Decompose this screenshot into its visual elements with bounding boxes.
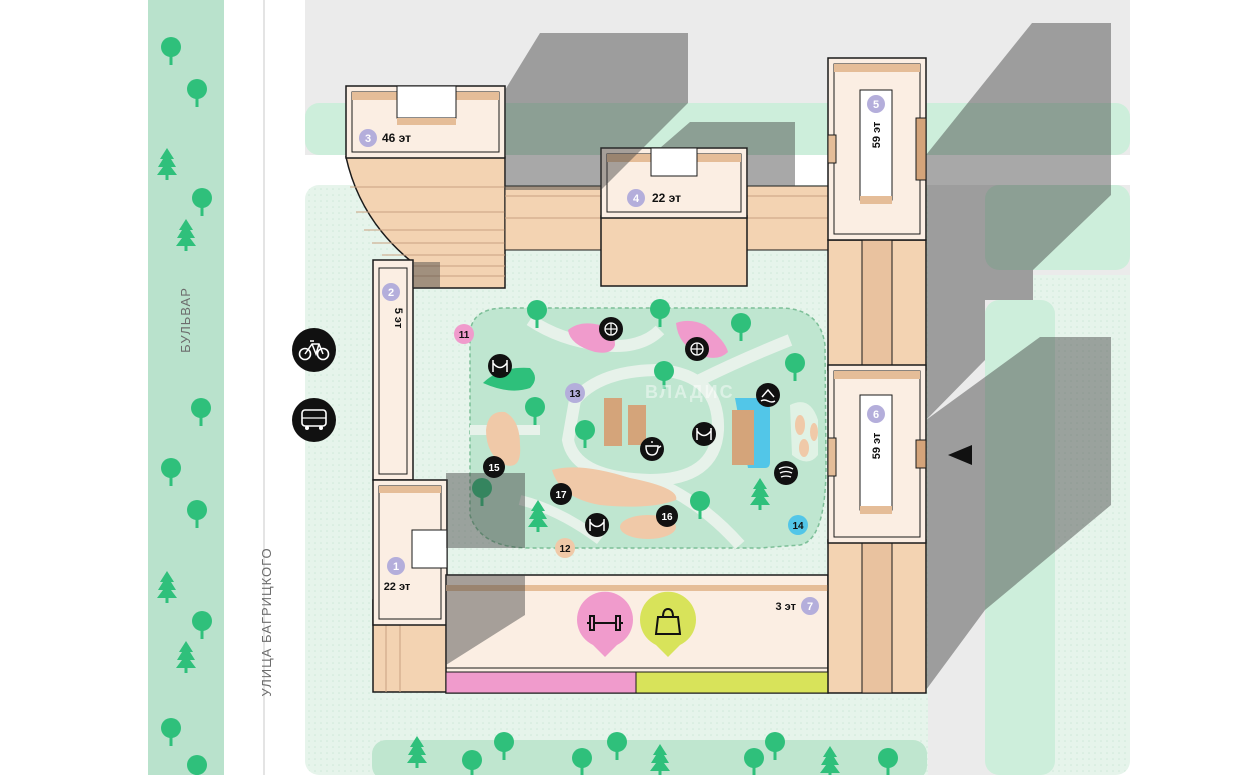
building-floors: 46 эт	[382, 131, 411, 145]
basketball-icon[interactable]	[599, 317, 623, 341]
building-number: 1	[393, 561, 399, 573]
marker-number: 14	[792, 521, 804, 532]
street-label-boulevard: БУЛЬВАР	[178, 287, 193, 353]
building-floors: 22 эт	[384, 581, 411, 593]
building-label-2[interactable]: 2 5 эт	[382, 283, 404, 329]
building-shadows	[412, 23, 1111, 690]
marker-14[interactable]: 14	[788, 515, 808, 535]
marker-11[interactable]: 11	[454, 324, 474, 344]
hammock-icon[interactable]	[692, 422, 716, 446]
building-label-7[interactable]: 7 3 эт	[776, 597, 820, 615]
building-floors: 5 эт	[392, 308, 404, 329]
marker-17[interactable]: 17	[550, 483, 572, 505]
building-number: 4	[633, 193, 640, 205]
building-number: 7	[807, 601, 813, 613]
marker-number: 11	[459, 330, 470, 341]
watermark: ВЛАДИС	[645, 382, 735, 402]
marker-number: 12	[559, 544, 571, 555]
entrance-arrow-icon[interactable]	[948, 445, 972, 465]
pool-icon[interactable]	[756, 383, 780, 407]
wind-icon[interactable]	[774, 461, 798, 485]
building-number: 6	[873, 409, 879, 421]
marker-number: 15	[488, 463, 500, 474]
basketball-icon[interactable]	[685, 337, 709, 361]
hammock-icon[interactable]	[488, 354, 512, 378]
shop-pin[interactable]	[640, 591, 696, 657]
marker-number: 16	[661, 512, 673, 523]
building-number: 5	[873, 99, 879, 111]
street-label-bagritsky: УЛИЦА БАГРИЦКОГО	[259, 547, 274, 696]
building-floors: 59 эт	[871, 121, 883, 148]
building-floors: 59 эт	[871, 432, 883, 459]
marker-number: 17	[555, 490, 567, 501]
building-label-1[interactable]: 1 22 эт	[384, 557, 411, 593]
building-number: 2	[388, 287, 394, 299]
bus-icon[interactable]	[292, 398, 336, 442]
building-label-4[interactable]: 4 22 эт	[627, 189, 681, 207]
gym-pin[interactable]	[576, 591, 633, 657]
building-label-3[interactable]: 3 46 эт	[359, 129, 411, 147]
dumbbell-icon	[587, 615, 623, 631]
marker-16[interactable]: 16	[656, 505, 678, 527]
marker-number: 13	[569, 389, 581, 400]
building-floors: 3 эт	[776, 601, 797, 613]
building-label-5[interactable]: 5 59 эт	[867, 95, 885, 148]
building-label-6[interactable]: 6 59 эт	[867, 405, 885, 459]
marker-13[interactable]: 13	[565, 383, 585, 403]
marker-12[interactable]: 12	[555, 538, 575, 558]
hammock-icon[interactable]	[585, 513, 609, 537]
marker-15[interactable]: 15	[483, 456, 505, 478]
building-number: 3	[365, 133, 371, 145]
building-floors: 22 эт	[652, 191, 681, 205]
teapot-icon[interactable]	[640, 437, 664, 461]
shopping-bag-icon	[654, 607, 682, 635]
bicycle-icon[interactable]	[292, 328, 336, 372]
